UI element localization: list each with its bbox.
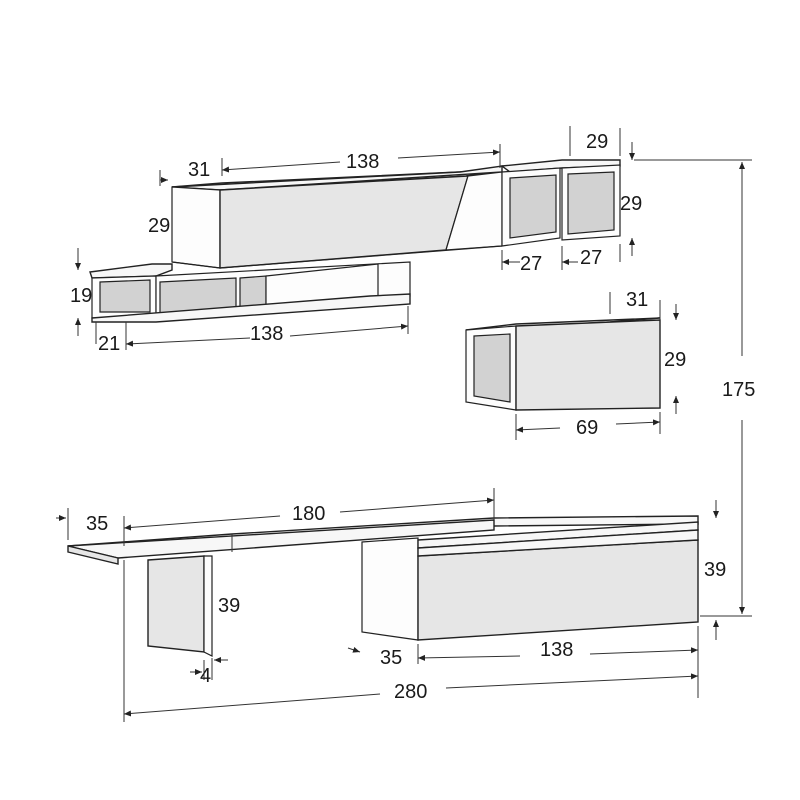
dim-lower-shelf-depth: 21 (98, 333, 120, 355)
desk-leg (147, 555, 213, 657)
desk-top (67, 515, 699, 565)
dim-base-depth: 35 (380, 647, 402, 669)
dim-box-width: 69 (576, 417, 598, 439)
dimension-labels: 31 138 29 29 29 27 27 19 21 138 31 29 69… (70, 131, 755, 703)
dim-base-width: 138 (540, 639, 573, 661)
dim-lower-shelf-height: 19 (70, 285, 92, 307)
upper-cubes (500, 159, 621, 247)
dim-leg-height: 39 (218, 595, 240, 617)
dim-cube-height: 29 (620, 193, 642, 215)
upper-wall-cabinet (171, 165, 503, 269)
dim-upper-height: 29 (148, 215, 170, 237)
dim-upper-top-depth: 31 (188, 159, 210, 181)
dim-lower-shelf-width: 138 (250, 323, 283, 345)
dim-box-height: 29 (664, 349, 686, 371)
box-front (515, 319, 661, 411)
floating-box (465, 317, 661, 411)
cabinet-front-panel (219, 175, 469, 269)
base-front-panel (417, 539, 699, 641)
dim-cube-width-b: 27 (580, 247, 602, 269)
dim-desk-depth: 35 (86, 513, 108, 535)
dim-leg-thickness: 4 (200, 665, 211, 687)
dim-base-height: 39 (704, 559, 726, 581)
dim-cube-width-a: 27 (520, 253, 542, 275)
dim-upper-width: 138 (346, 151, 379, 173)
dimension-lines (56, 126, 752, 722)
dim-box-depth: 31 (626, 289, 648, 311)
dim-desk-width: 180 (292, 503, 325, 525)
dim-total-height: 175 (722, 379, 755, 401)
dim-total-width: 280 (394, 681, 427, 703)
dim-cube-depth: 29 (586, 131, 608, 153)
low-base-cabinet (361, 521, 699, 641)
lower-wall-shelf (89, 261, 411, 323)
